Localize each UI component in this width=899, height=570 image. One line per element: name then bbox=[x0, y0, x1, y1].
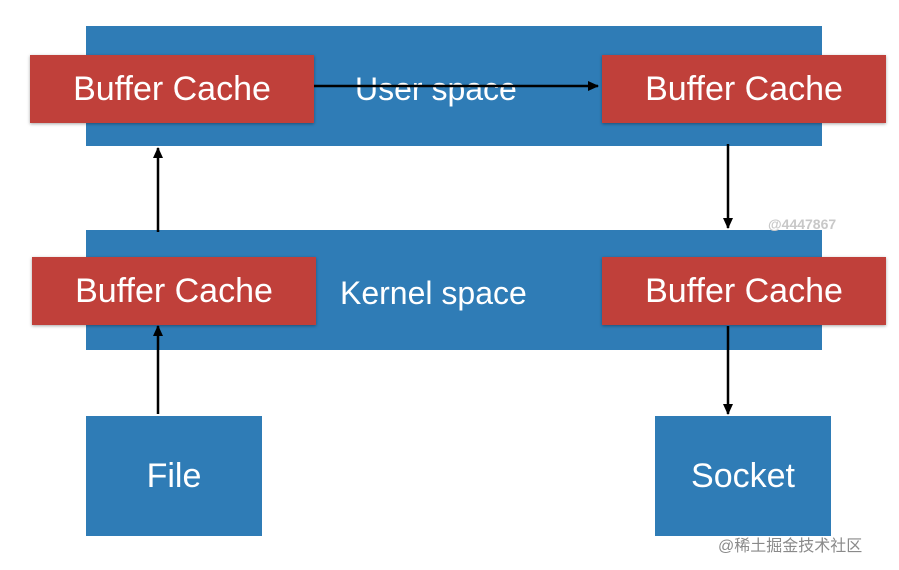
watermark-id: @4447867 bbox=[768, 216, 837, 232]
kernel-space-label: Kernel space bbox=[340, 275, 527, 311]
kernel-buffer-cache-left: Buffer Cache bbox=[32, 257, 316, 325]
file-box: File bbox=[86, 416, 262, 536]
user-space-label: User space bbox=[355, 71, 517, 107]
kernel-buffer-cache-right: Buffer Cache bbox=[602, 257, 886, 325]
user-buffer-cache-right: Buffer Cache bbox=[602, 55, 886, 123]
socket-box: Socket bbox=[655, 416, 831, 536]
user-buffer-cache-left: Buffer Cache bbox=[30, 55, 314, 123]
footer-watermark: @稀土掘金技术社区 bbox=[718, 538, 863, 555]
